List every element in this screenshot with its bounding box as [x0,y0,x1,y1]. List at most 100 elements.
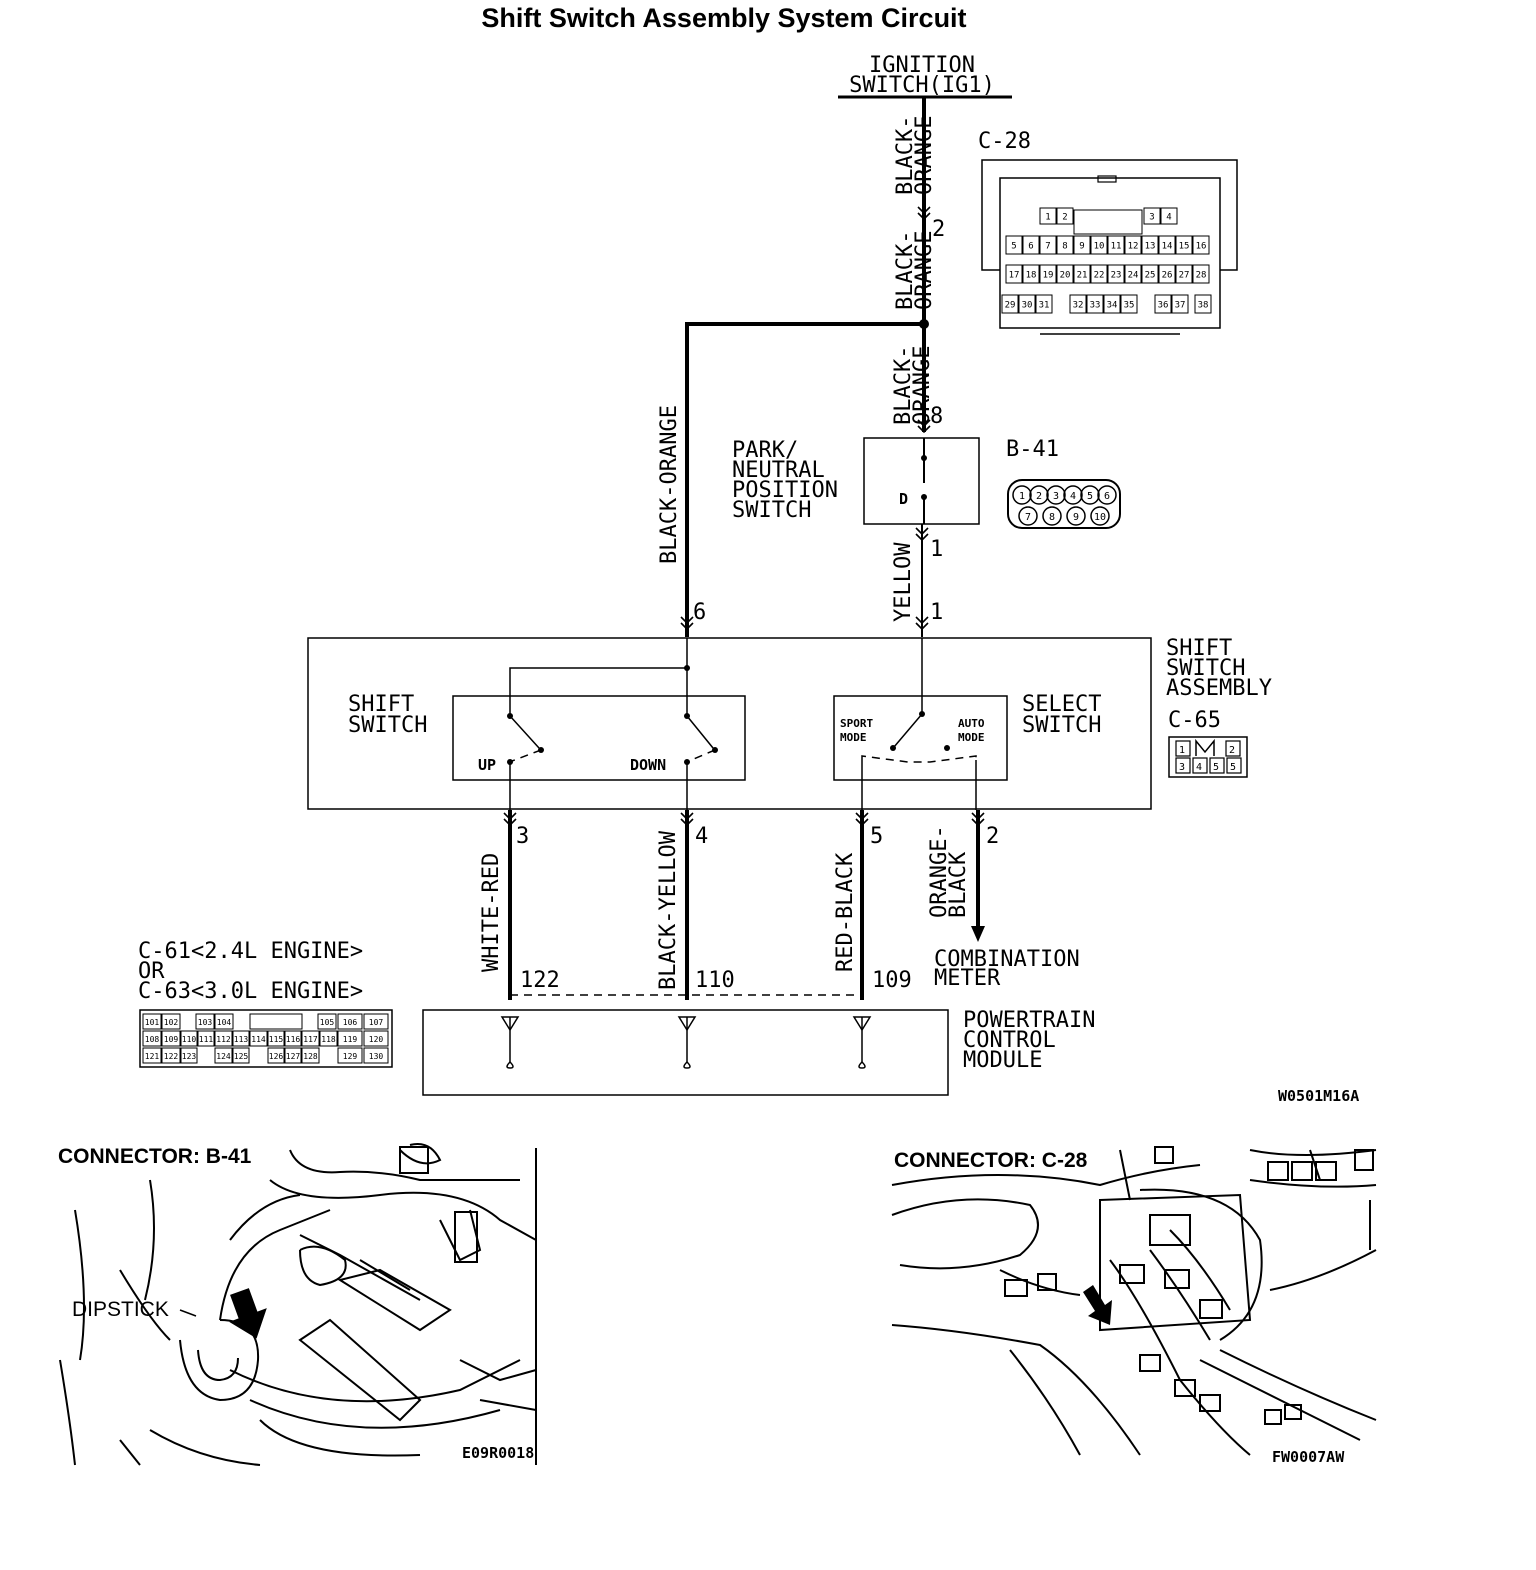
connector-pin: 8 [1049,512,1055,523]
pin-pnp-1: 1 [930,537,943,562]
wire-branch-black-orange: BLACK-ORANGE 6 [657,322,924,637]
connector-pin: 15 [1179,242,1190,252]
connector-pin: 13 [1145,242,1156,252]
connector-pin: 29 [1005,301,1016,311]
pin-shift-3: 3 [516,824,529,849]
connector-pin: 108 [145,1035,160,1044]
connector-pcm: C-61<2.4L ENGINE> OR C-63<3.0L ENGINE> 1… [138,939,393,1068]
shift-switch-label-1: SHIFT [348,692,414,717]
pnp-contact-label: D [899,490,908,508]
wire-label-left-vertical: BLACK-ORANGE [657,405,682,564]
connector-pin: 6 [1104,491,1110,502]
pcm-label-2: CONTROL [963,1028,1056,1053]
photo-c28-code: FW0007AW [1272,1448,1345,1466]
connector-c65: C-65 1 2 3 4 5 5 [1168,708,1248,778]
connector-pin: 117 [303,1035,318,1044]
pcm-label-3: MODULE [963,1048,1042,1073]
connector-pin: 31 [1039,301,1050,311]
diagram-title: Shift Switch Assembly System Circuit [481,3,966,33]
diagram-code: W0501M16A [1278,1087,1359,1105]
auto-label-2: MODE [958,731,985,744]
connector-pin: 5 [1087,491,1093,502]
connector-pin: 127 [286,1052,301,1061]
connector-pin: 20 [1060,271,1071,281]
shift-down-label: DOWN [630,756,666,774]
connector-pin: 28 [1196,271,1207,281]
wire-label-red-black: RED-BLACK [833,852,858,972]
connector-pin: 10 [1094,512,1106,523]
pin-shift-6: 6 [693,600,706,625]
c65-label: C-65 [1168,708,1221,733]
connector-pin: 129 [343,1052,358,1061]
connector-pin: 104 [217,1018,232,1027]
connector-pin: 3 [1149,213,1154,223]
connector-pin: 112 [216,1035,231,1044]
wire-orange-black: 2 ORANGE-BLACK COMBINATION METER [927,760,1080,991]
connector-pin: 34 [1107,301,1118,311]
pcm-connector-label-1: C-61<2.4L ENGINE> [138,939,363,964]
c65-pin: 5 [1213,762,1219,773]
c65-pin: 3 [1179,762,1185,773]
photo-b41-title: CONNECTOR: B-41 [58,1145,252,1168]
pnp-label-4: SWITCH [732,498,811,523]
connector-pin: 30 [1022,301,1033,311]
wire-white-red: 3 WHITE-RED 122 [479,762,560,1000]
pin-pnp-8: 8 [930,404,943,429]
pnp-label-3: POSITION [732,478,838,503]
connector-pin: 110 [182,1035,197,1044]
connector-pin: 124 [216,1052,231,1061]
wire-label-top-upper: BLACK-ORANGE [893,116,937,195]
connector-pin: 113 [234,1035,249,1044]
pnp-label-2: NEUTRAL [732,458,825,483]
connector-pin: 114 [251,1035,266,1044]
pin-shift-4: 4 [695,824,708,849]
connector-pin: 11 [1111,242,1122,252]
combination-meter-label-1: COMBINATION [934,947,1080,972]
connector-pin: 24 [1128,271,1139,281]
photo-connector-b41: CONNECTOR: B-41 [58,1143,537,1466]
c65-pin: 2 [1229,745,1235,756]
connector-pin: 1 [1019,491,1025,502]
connector-pin: 22 [1094,271,1105,281]
connector-pin: 120 [369,1035,384,1044]
connector-pin: 8 [1062,242,1067,252]
connector-pin: 123 [182,1052,197,1061]
dipstick-callout: DIPSTICK [72,1298,169,1321]
pin-c28-2: 2 [932,217,945,242]
auto-label-1: AUTO [958,717,985,730]
connector-pin: 3 [1053,491,1059,502]
c65-pin: 1 [1179,745,1185,756]
connector-pin: 102 [164,1018,179,1027]
connector-pin: 9 [1073,512,1079,523]
connector-pin: 1 [1045,213,1050,223]
wire-red-black: 5 RED-BLACK 109 [833,760,912,1000]
wire-label-top-lower: BLACK-ORANGE [893,231,937,310]
connector-pin: 4 [1166,213,1171,223]
connector-pin: 6 [1028,242,1033,252]
pin-shift-2: 2 [986,824,999,849]
connector-pin: 37 [1175,301,1186,311]
pin-shift-1: 1 [930,600,943,625]
photo-c28-title: CONNECTOR: C-28 [894,1149,1088,1172]
shift-switch-label-2: SWITCH [348,713,427,738]
connector-pin: 38 [1198,301,1209,311]
wire-main-black-orange: BLACK-ORANGE BLACK-ORANGE BLACK-ORANGE 2… [891,97,945,433]
sport-label-1: SPORT [840,717,873,730]
ignition-label-2: SWITCH(IG1) [849,73,995,98]
pin-shift-5: 5 [870,824,883,849]
select-switch-label-2: SWITCH [1022,713,1101,738]
connector-pin: 126 [269,1052,284,1061]
wire-black-yellow: 4 BLACK-YELLOW 110 [656,762,735,1000]
wire-label-orange-black: ORANGE-BLACK [927,825,971,918]
connector-pin: 115 [269,1035,284,1044]
connector-pin: 14 [1162,242,1173,252]
connector-pin: 106 [343,1018,358,1027]
photo-b41-code: E09R0018 [462,1444,534,1462]
connector-pin: 2 [1062,213,1067,223]
connector-pin: 107 [369,1018,384,1027]
connector-pin: 105 [320,1018,335,1027]
c28-label: C-28 [978,129,1031,154]
connector-pin: 116 [286,1035,301,1044]
